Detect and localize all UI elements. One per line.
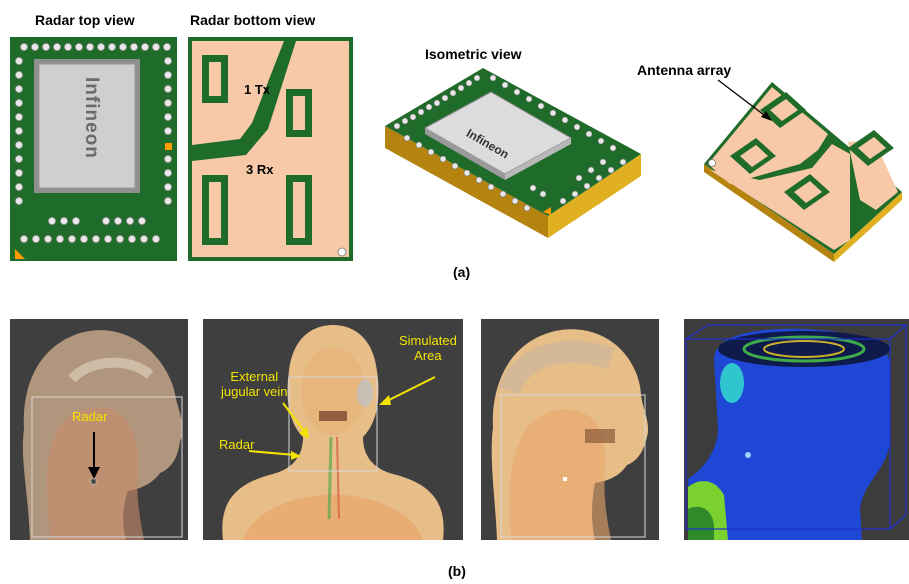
simulated-area-line2: Area [414,348,442,363]
radar-bottom-view-graphic [188,37,353,261]
radar-label-panel2: Radar [219,437,255,452]
simulation-panel-side-2 [481,319,659,540]
antenna-array-arrow [717,79,772,121]
tx-label: 1 Tx [244,82,271,97]
caption-b: (b) [448,563,466,579]
simulation-panel-front: External jugular vein Simulated Area Rad… [203,319,463,540]
radar-top-view: Infineon [10,37,177,261]
simulation-panel-side-1: Radar [10,319,188,540]
isometric-view-graphic [385,68,641,238]
radar-bottom-view: 1 Tx 3 Rx [188,37,353,261]
radar-label-panel1: Radar [72,409,108,424]
rx-label: 3 Rx [246,162,274,177]
mesh-head-graphic [685,324,907,540]
simulation-panel-mesh [684,319,909,540]
external-jugular-label: External jugular vein [221,369,288,399]
simulated-area-label: Simulated Area [399,333,457,363]
bottom-view-title: Radar bottom view [190,12,316,28]
chip-brand-top: Infineon [81,77,102,159]
antenna-array-graphic [704,82,902,262]
head-side-2-graphic [491,329,649,540]
external-jugular-line2: jugular vein [221,384,288,399]
head-front-graphic [222,325,444,540]
antenna-array-label: Antenna array [637,62,732,78]
isometric-view-title: Isometric view [425,46,522,62]
antenna-array-view [700,80,905,266]
simulated-area-line1: Simulated [399,333,457,348]
caption-a: (a) [453,264,471,280]
radar-top-view-graphic [10,37,177,261]
isometric-view: Infineon [383,66,643,261]
top-view-title: Radar top view [35,12,135,28]
head-side-1-graphic [22,330,183,540]
external-jugular-line1: External [230,369,279,384]
